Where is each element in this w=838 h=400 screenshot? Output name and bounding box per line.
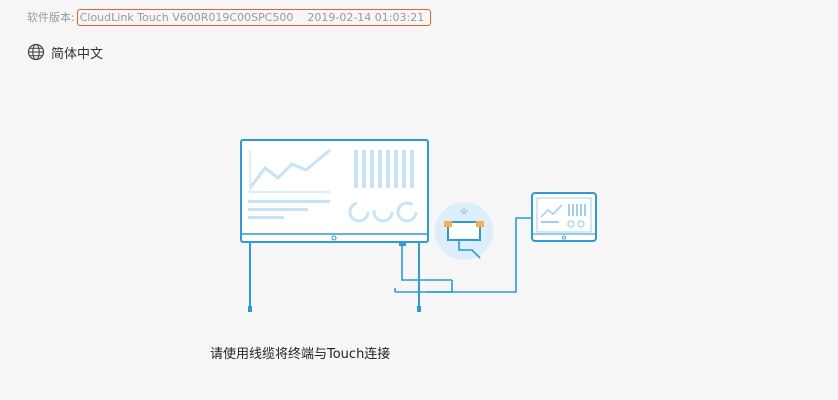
cable-lines <box>394 246 453 293</box>
language-label: 简体中文 <box>51 46 104 62</box>
version-value: CloudLink Touch V600R019C00SPC500 <box>79 10 294 24</box>
board-display-icon <box>240 139 429 312</box>
connection-illustration <box>240 139 597 312</box>
version-info: 软件版本: CloudLink Touch V600R019C00SPC500 … <box>27 8 432 26</box>
globe-icon <box>27 43 45 61</box>
version-highlight-box: CloudLink Touch V600R019C00SPC500 2019-0… <box>76 8 432 26</box>
version-label: 软件版本: <box>27 11 75 24</box>
connect-instruction-text: 请使用线缆将终端与Touch连接 <box>210 347 391 362</box>
network-adapter-icon <box>435 202 493 260</box>
language-selector[interactable]: 简体中文 <box>27 42 103 62</box>
version-timestamp: 2019-02-14 01:03:21 <box>307 10 425 24</box>
touch-tablet-icon <box>531 192 597 242</box>
cable-to-tablet <box>426 217 532 293</box>
